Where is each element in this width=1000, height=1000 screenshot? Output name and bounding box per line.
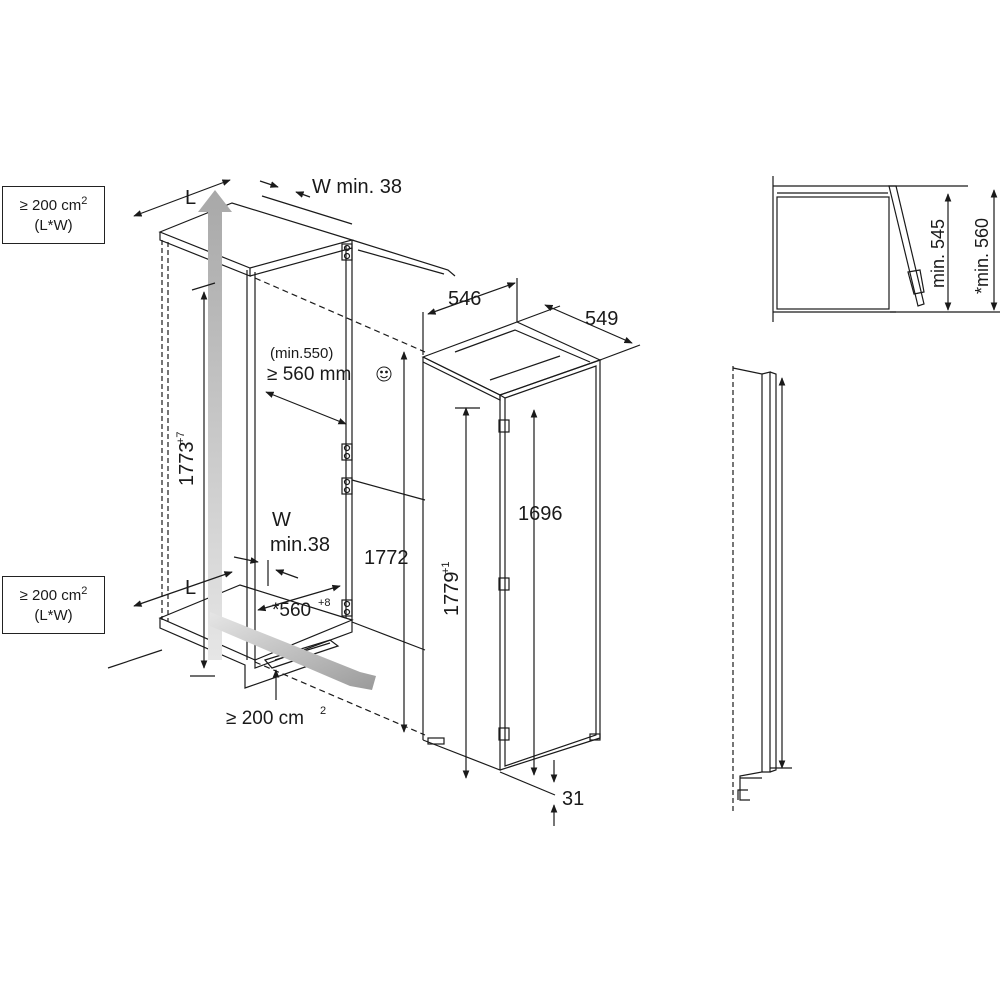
label-1779-tolerance: +1 [440, 561, 452, 574]
bottom-vent-value: ≥ 200 cm [19, 587, 82, 604]
label-1696: 1696 [518, 503, 563, 525]
label-L-bottom: L [185, 577, 196, 599]
label-1773-group: 1773 +7 [175, 431, 198, 486]
hinge-mid-1 [341, 443, 353, 461]
label-min550: (min.550) [270, 345, 333, 362]
label-bottom-area-exponent: 2 [320, 705, 326, 717]
label-560mm: ≥ 560 mm [267, 364, 351, 385]
label-W-top: W min. 38 [312, 176, 402, 198]
top-vent-value: ≥ 200 cm [19, 197, 82, 214]
label-1779: 1779 [441, 572, 463, 617]
label-546: 546 [448, 288, 481, 310]
label-min545: min. 545 [928, 219, 948, 288]
label-560-bottom: *560 [272, 600, 311, 621]
label-L-top: L [185, 187, 196, 209]
label-min560: *min. 560 [972, 218, 992, 294]
hinge-mid-2 [341, 477, 353, 495]
label-bottom-area: ≥ 200 cm [226, 708, 304, 729]
dimension-labels: L W min. 38 1773 +7 (min.550) ≥ 560 mm W… [175, 176, 992, 810]
label-1773-tolerance: +7 [175, 431, 187, 444]
bottom-vent-formula: (L*W) [34, 607, 73, 624]
bottom-vent-exponent: 2 [81, 585, 88, 597]
top-ventilation-area-box: ≥ 200 cm2 (L*W) [2, 186, 105, 244]
label-W-mid: W [272, 509, 291, 531]
hinge-bottom [341, 599, 353, 617]
top-vent-exponent: 2 [81, 195, 88, 207]
label-1779-group: 1779 +1 [440, 561, 463, 616]
label-min38: min.38 [270, 534, 330, 556]
appliance [421, 278, 641, 826]
niche-dimensions [133, 179, 408, 733]
top-vent-formula: (L*W) [34, 217, 73, 234]
label-560-tolerance: +8 [318, 597, 331, 609]
label-31: 31 [562, 788, 584, 810]
label-1773: 1773 [176, 442, 198, 487]
label-549: 549 [585, 308, 618, 330]
bottom-ventilation-area-box: ≥ 200 cm2 (L*W) [2, 576, 105, 634]
smiley-icon [376, 366, 392, 382]
label-1772: 1772 [364, 547, 409, 569]
cabinet-niche [107, 202, 456, 736]
airflow-up-arrow [198, 190, 232, 660]
airflow-arrows [198, 190, 376, 690]
top-view-detail [772, 176, 1000, 322]
side-view-detail [732, 366, 792, 812]
airflow-intake-arrow [210, 612, 376, 690]
hinge-top [341, 243, 353, 261]
